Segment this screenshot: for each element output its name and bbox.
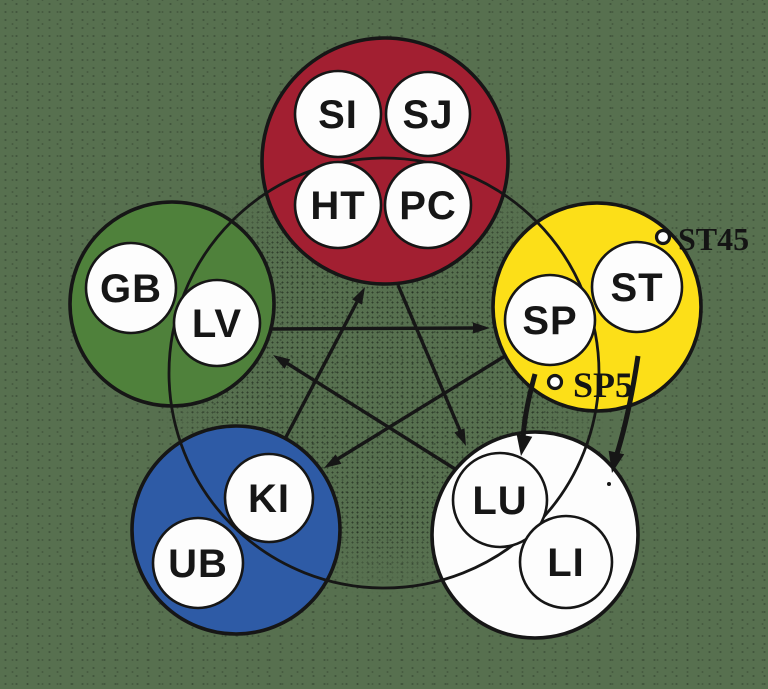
organ-circle-st [590,240,684,334]
sp5-point-marker [546,373,564,391]
controlling-arrow-fire-metal [396,284,466,446]
organ-circle-pc [383,160,473,250]
organ-circle-gb [84,241,178,335]
st45-point-label: ST45 [678,221,749,257]
acupoint-sp5: SP5 [546,365,633,405]
organ-label-pc: PC [399,184,457,228]
acupoint-st45: ST45 [654,221,749,257]
generating-cycle-ring [167,156,601,590]
controlling-arrow-wood-earth [269,322,490,334]
channel-connection-arrows [516,355,641,486]
organ-circle-sp [503,273,597,367]
organ-label-ub: UB [168,542,228,586]
organ-label-lv: LV [192,302,242,346]
organ-labels: SI SJ HT PC SP ST GB LV KI UB LU LI [100,93,663,586]
organ-circle-ht [293,160,383,250]
controlling-cycle-arrows [269,284,506,471]
controlling-arrow-water-fire [284,287,365,438]
controlling-arrow-earth-water [324,354,506,468]
organ-label-st: ST [610,266,663,310]
organ-label-ht: HT [310,184,365,228]
arrow-sp5-to-lu [516,373,538,456]
organ-label-sj: SJ [403,93,454,137]
dot-mark [607,482,611,486]
organ-label-si: SI [318,93,358,137]
st45-point-marker [654,228,672,246]
controlling-arrow-metal-wood [273,355,456,471]
arrow-st45-to-li [608,355,641,473]
organ-label-sp: SP [522,299,577,343]
organ-circles [84,69,684,610]
organ-label-li: LI [547,541,585,585]
organ-circle-sj [384,70,472,158]
fire-circle [260,36,510,286]
organ-circle-lu [451,451,549,549]
organ-label-lu: LU [472,479,527,523]
organ-label-ki: KI [248,477,290,521]
organ-label-gb: GB [100,267,162,311]
organ-circle-li [518,514,614,610]
organ-circle-si [293,69,383,159]
sp5-point-label: SP5 [573,365,633,405]
organ-circle-lv [172,278,262,368]
organ-circle-ub [151,516,245,610]
organ-circle-ki [223,452,315,544]
